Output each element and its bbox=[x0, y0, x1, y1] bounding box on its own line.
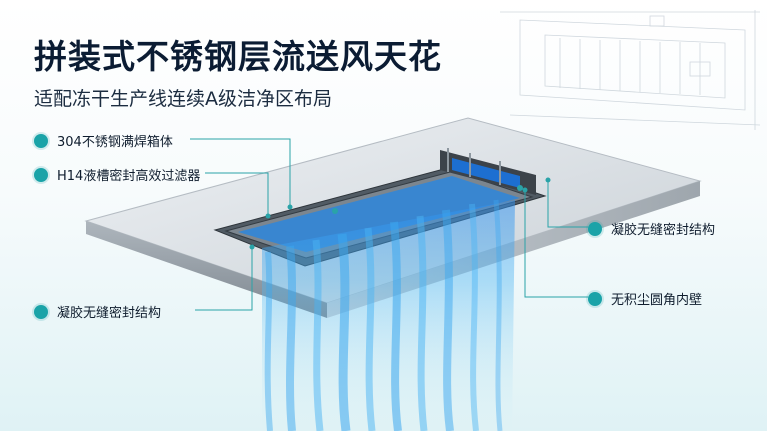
leader-endpoints bbox=[249, 177, 551, 250]
callout-inner-wall: 无积尘圆角内壁 bbox=[588, 289, 702, 308]
callout-dot-icon bbox=[34, 133, 48, 148]
callout-seal-right: 凝胶无缝密封结构 bbox=[588, 219, 715, 238]
callout-dot-icon bbox=[588, 291, 602, 306]
housing-box bbox=[440, 148, 536, 195]
callout-dot-icon bbox=[34, 304, 48, 319]
laminar-airflow bbox=[262, 199, 515, 431]
callout-label: 凝胶无缝密封结构 bbox=[611, 223, 716, 238]
callout-dot-icon bbox=[34, 167, 48, 182]
callout-label: 凝胶无缝密封结构 bbox=[57, 306, 162, 321]
callout-steel-box: 304不锈钢满焊箱体 bbox=[34, 131, 173, 150]
blueprint-background bbox=[500, 10, 761, 130]
leader-lines bbox=[190, 138, 588, 311]
callout-label: 无积尘圆角内壁 bbox=[611, 293, 703, 308]
callout-label: 304不锈钢满焊箱体 bbox=[57, 135, 173, 150]
page-subtitle: 适配冻干生产线连续A级洁净区布局 bbox=[34, 88, 332, 110]
filter-media bbox=[238, 176, 520, 252]
callout-filter: H14液槽密封高效过滤器 bbox=[34, 165, 200, 184]
callout-label: H14液槽密封高效过滤器 bbox=[57, 169, 201, 184]
page-title: 拼装式不锈钢层流送风天花 bbox=[34, 37, 442, 76]
callout-dot-icon bbox=[588, 221, 602, 236]
callout-seal-left: 凝胶无缝密封结构 bbox=[34, 302, 161, 321]
